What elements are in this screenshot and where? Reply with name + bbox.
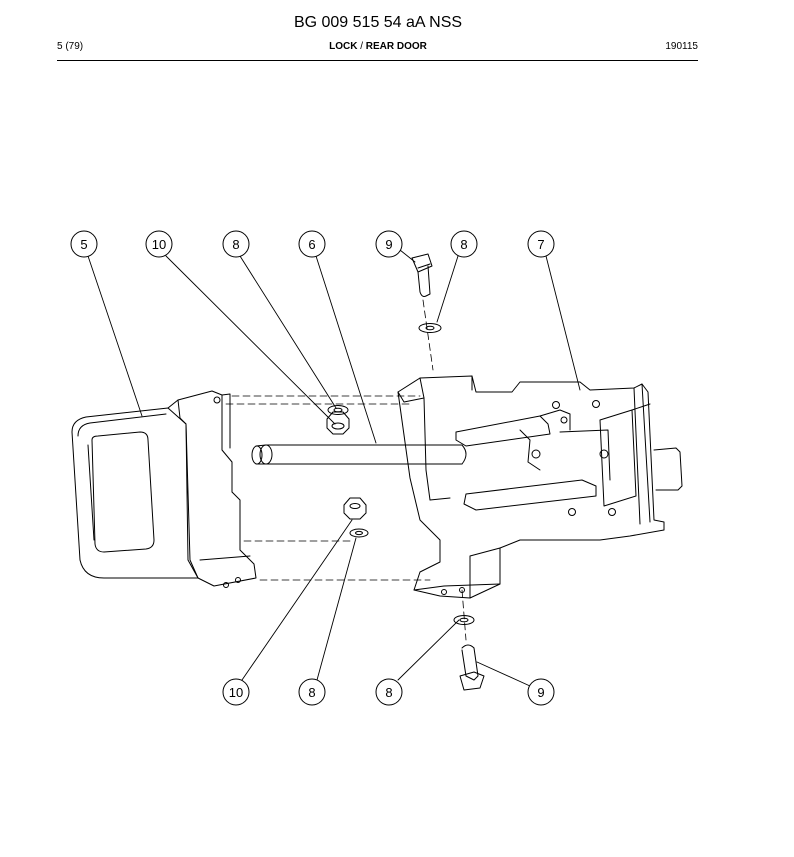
section-title-part2: REAR DOOR [365,41,427,52]
part-5-handle-bracket [71,390,257,588]
section-title-part1: LOCK [329,41,358,52]
callout-label: 10 [229,685,243,700]
callout-label: 7 [537,237,544,252]
callout-top-2: 10 [145,230,173,258]
callout-label: 8 [385,685,392,700]
callout-bottom-1: 10 [222,678,250,706]
callout-label: 9 [385,237,392,252]
part-9-bolts [411,253,485,691]
part-6-rod [251,444,467,465]
header-rule [57,60,698,61]
callout-top-1: 5 [70,230,98,258]
part-8-washers [327,323,475,625]
callout-bottom-4: 9 [527,678,555,706]
callout-label: 8 [460,237,467,252]
callout-bottom-3: 8 [375,678,403,706]
callout-label: 6 [308,237,315,252]
callout-label: 8 [232,237,239,252]
callout-top-6: 8 [450,230,478,258]
callout-circles: 5 10 8 6 9 8 7 10 8 8 9 [70,230,555,706]
callout-label: 8 [308,685,315,700]
page-number: 5 (79) [57,41,84,52]
section-title: LOCK / REAR DOOR [0,41,756,52]
callout-top-3: 8 [222,230,250,258]
date-code: 190115 [665,41,698,52]
callout-label: 5 [80,237,87,252]
section-separator: / [357,41,366,52]
callout-top-7: 7 [527,230,555,258]
callout-label: 9 [537,685,544,700]
document-code: BG 009 515 54 aA NSS [293,14,463,31]
callout-top-5: 9 [375,230,403,258]
callout-top-4: 6 [298,230,326,258]
callout-label: 10 [152,237,166,252]
part-10-nuts [326,411,367,520]
callout-bottom-2: 8 [298,678,326,706]
part-7-lock-plate [397,375,683,599]
leader-lines [87,249,581,687]
